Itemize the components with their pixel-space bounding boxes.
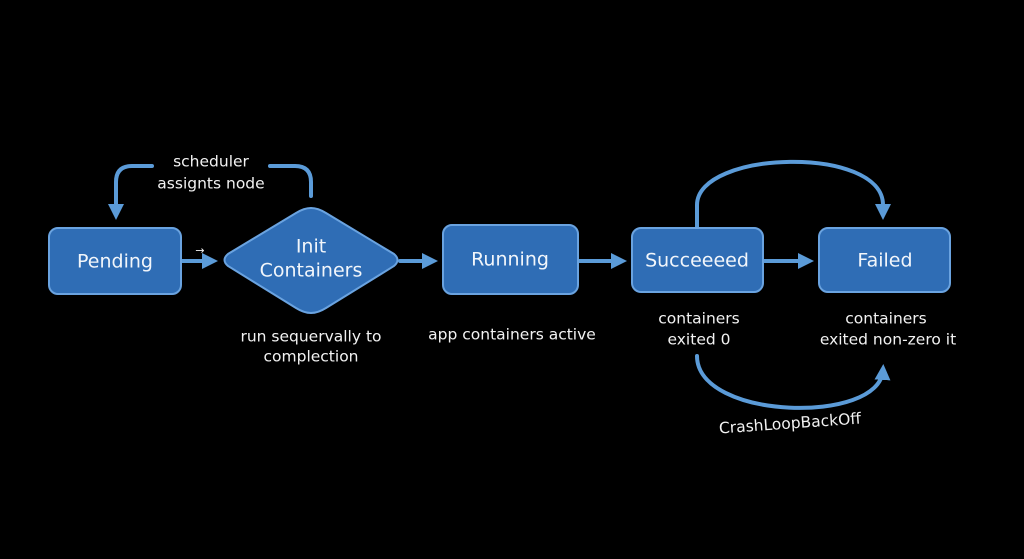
- edge-succeeded-to-failed-arc: [695, 159, 891, 230]
- node-pending[interactable]: Pending: [48, 227, 182, 295]
- scheduler-label-line2: assignts node: [157, 175, 264, 193]
- node-running-box[interactable]: [442, 224, 579, 295]
- node-running-label: Running: [471, 249, 549, 271]
- node-init-containers[interactable]: Init Containers: [223, 206, 399, 315]
- edges: [108, 159, 891, 410]
- edge-scheduler-left: [108, 164, 154, 220]
- desc-init-line1: run sequervally to: [240, 328, 381, 346]
- crashloop-label: CrashLoopBackOff: [718, 410, 861, 438]
- edge-crashloop-arc: [695, 354, 891, 410]
- node-init-label-line2: Containers: [260, 260, 363, 282]
- pending-to-init-glyph: →: [195, 244, 204, 257]
- node-failed[interactable]: Failed: [818, 227, 951, 293]
- node-succeeded[interactable]: Succeeeed: [631, 227, 764, 293]
- desc-failed-line2: exited non-zero it: [820, 331, 956, 349]
- node-running[interactable]: Running: [442, 224, 579, 295]
- node-failed-box[interactable]: [818, 227, 951, 293]
- node-succeeded-label: Succeeeed: [645, 250, 749, 272]
- node-pending-label: Pending: [77, 251, 153, 273]
- node-init-diamond[interactable]: [223, 206, 399, 315]
- desc-init-line2: complection: [264, 348, 359, 366]
- node-failed-label: Failed: [857, 250, 912, 272]
- node-succeeded-box[interactable]: [631, 227, 764, 293]
- node-init-label-line1: Init: [296, 236, 326, 258]
- desc-succeeded-line1: containers: [658, 310, 740, 328]
- edge-scheduler-right: [268, 164, 313, 198]
- desc-succeeded-line2: exited 0: [668, 331, 731, 349]
- node-pending-box[interactable]: [48, 227, 182, 295]
- scheduler-label-line1: scheduler: [173, 153, 249, 171]
- desc-failed-line1: containers: [845, 310, 927, 328]
- desc-running: app containers active: [428, 326, 596, 344]
